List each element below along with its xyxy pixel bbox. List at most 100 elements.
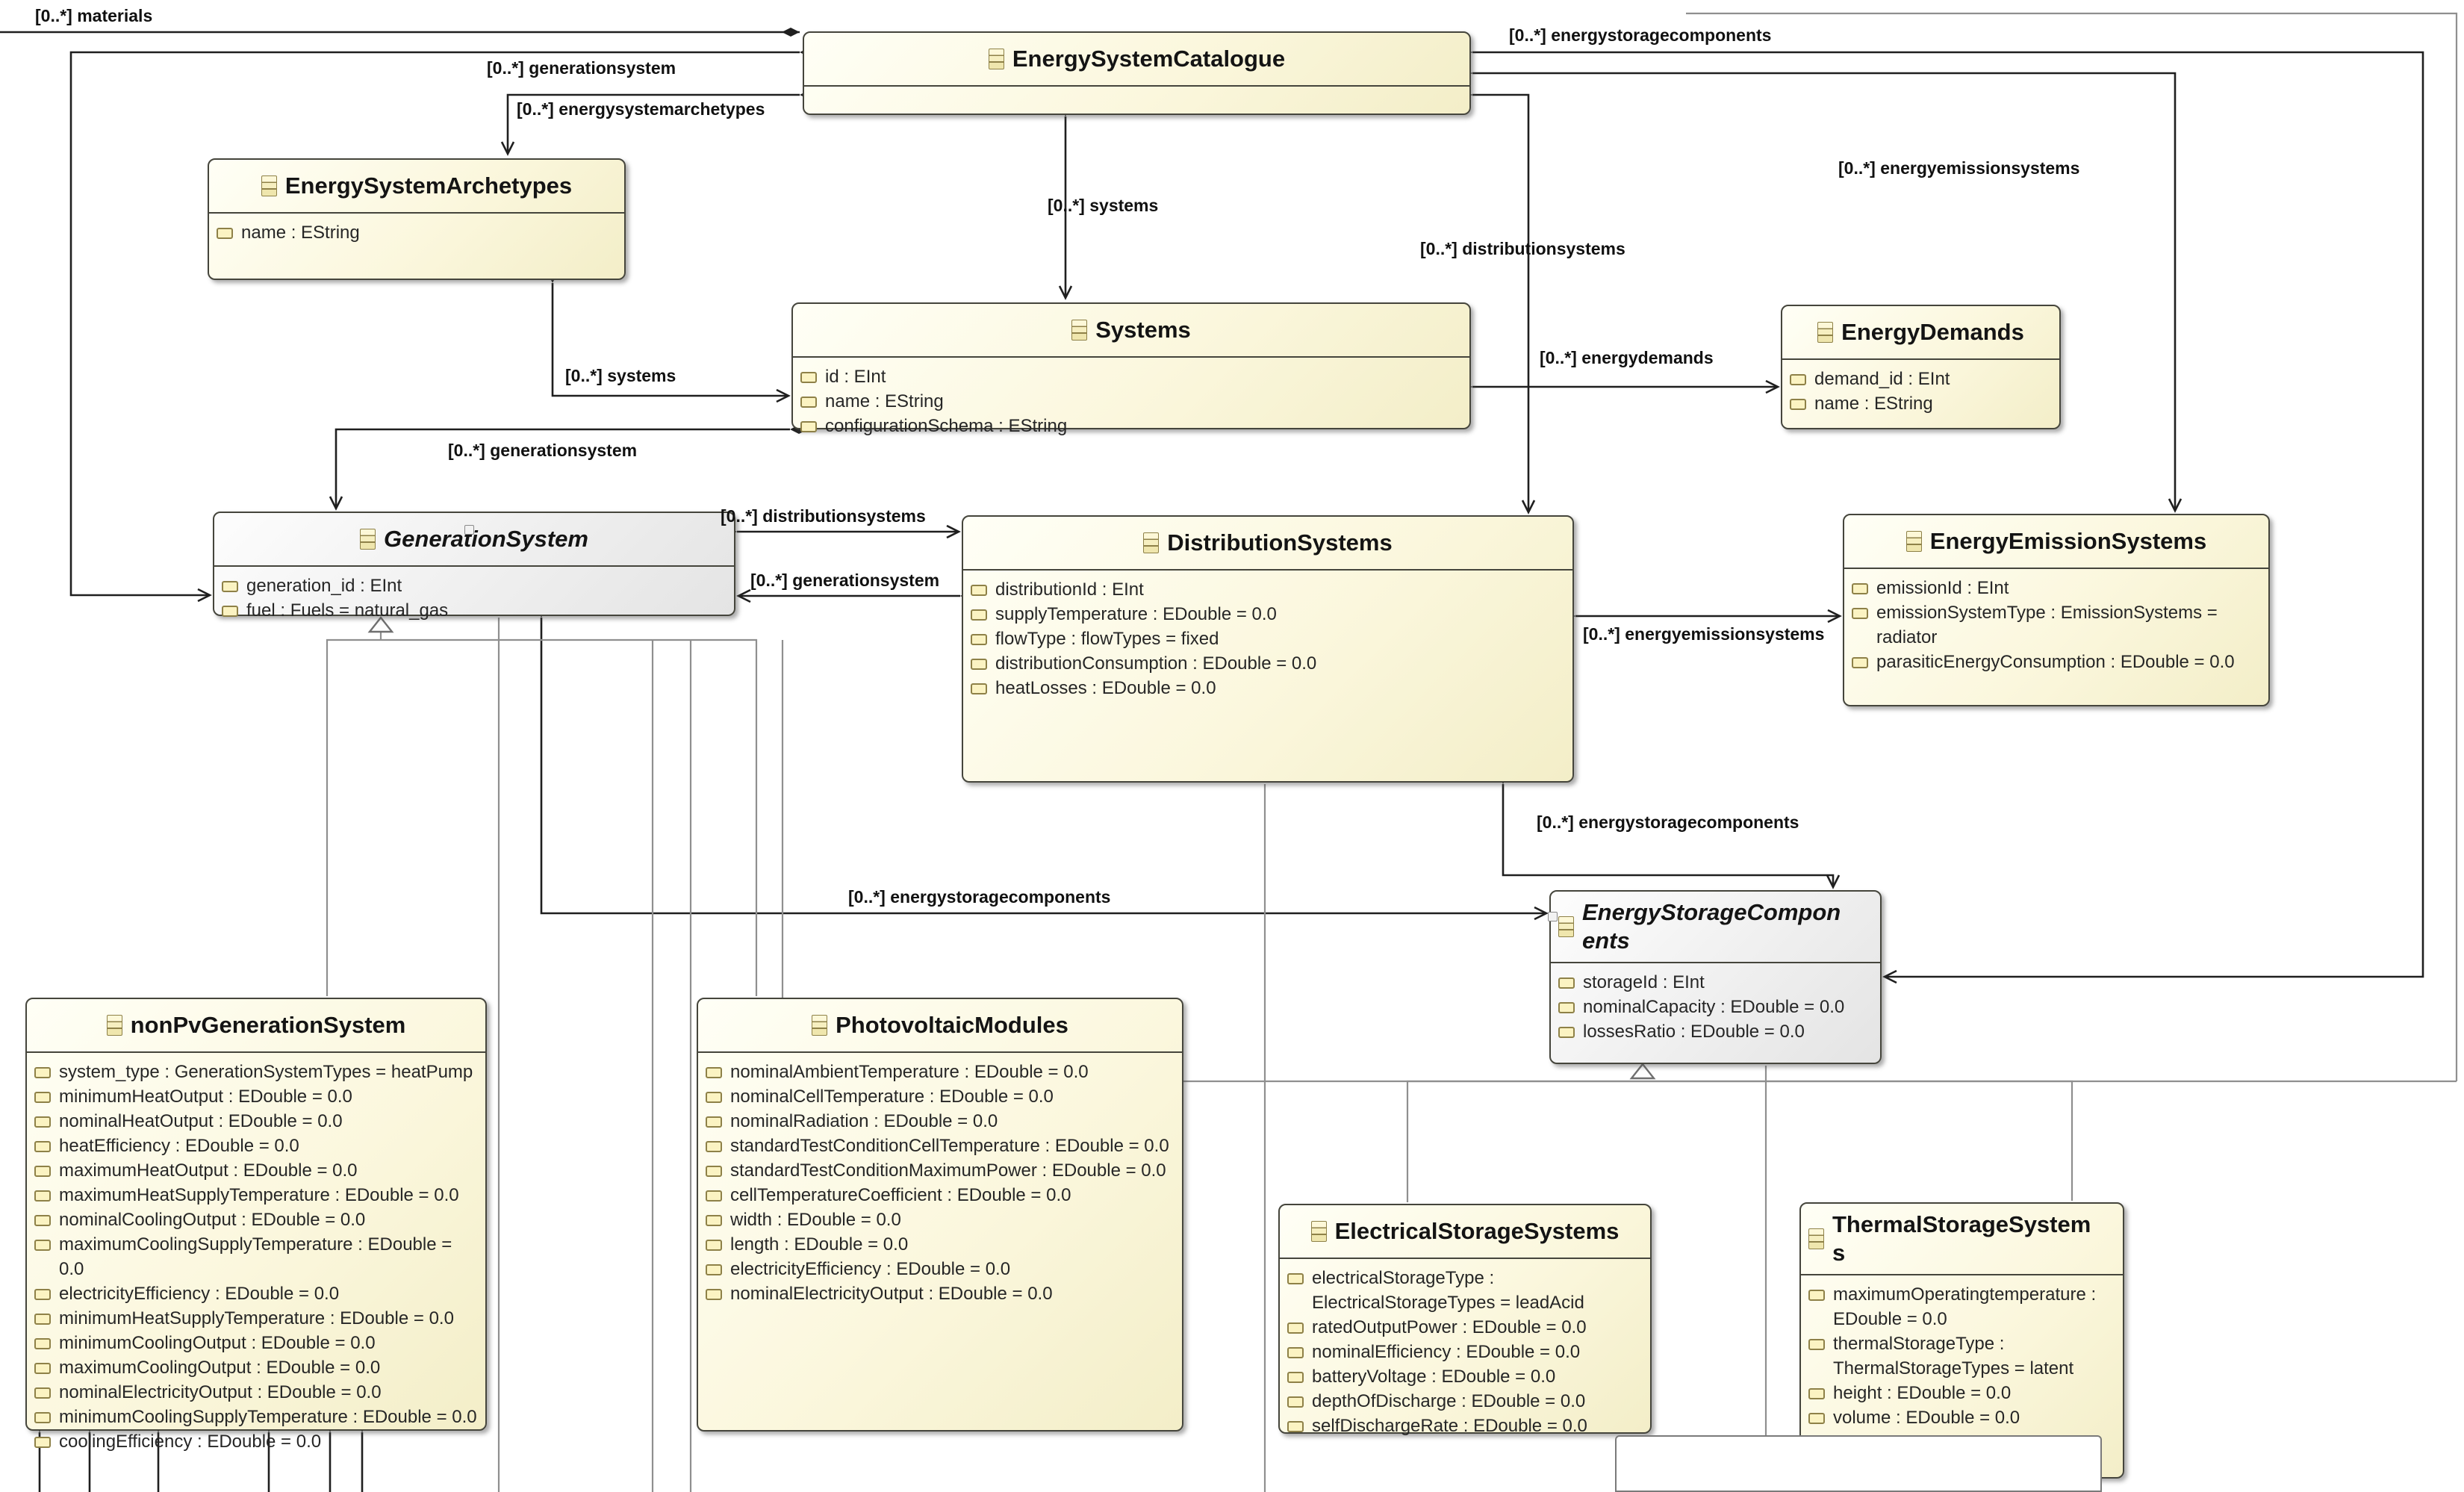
class-distributionsystems[interactable]: DistributionSystems distributionId : EInt… — [962, 515, 1574, 783]
class-attribute[interactable]: minimumHeatOutput : EDouble = 0.0 — [34, 1084, 479, 1109]
edge-catalogue-energystoragecomponents[interactable] — [1455, 48, 2424, 984]
class-thermalstoragesystems[interactable]: ThermalStorageSystems maximumOperatingtem… — [1799, 1202, 2124, 1479]
class-electricalstoragesystems[interactable]: ElectricalStorageSystems electricalStorag… — [1278, 1204, 1652, 1436]
class-header[interactable]: EnergyDemands — [1782, 306, 2059, 360]
class-attribute[interactable]: nominalHeatOutput : EDouble = 0.0 — [34, 1109, 479, 1134]
edge-label-catalogue-energysystemarchetypes[interactable]: [0..*] energysystemarchetypes — [517, 99, 765, 119]
class-energysystemarchetypes[interactable]: EnergySystemArchetypes name : EString — [208, 158, 626, 280]
class-attribute[interactable]: coolingEfficiency : EDouble = 0.0 — [34, 1429, 479, 1454]
edge-label-distributionsystems-energyemissionsystems[interactable]: [0..*] energyemissionsystems — [1583, 624, 1825, 644]
class-attribute[interactable]: nominalAmbientTemperature : EDouble = 0.… — [706, 1060, 1176, 1084]
class-attribute[interactable]: parasiticEnergyConsumption : EDouble = 0… — [1852, 650, 2262, 674]
edge-label-catalogue-systems[interactable]: [0..*] systems — [1048, 196, 1159, 215]
edge-generationsystem-energystoragecomponents[interactable] — [537, 600, 1549, 921]
class-header[interactable]: EnergySystemArchetypes — [209, 160, 624, 214]
class-attribute[interactable]: standardTestConditionCellTemperature : E… — [706, 1134, 1176, 1158]
edge-systems-generationsystem[interactable] — [329, 425, 808, 511]
edge-label-generationsystem-distributionsystems[interactable]: [0..*] distributionsystems — [721, 506, 926, 526]
partial-class-box[interactable] — [1615, 1435, 2102, 1492]
class-attribute[interactable]: standardTestConditionMaximumPower : EDou… — [706, 1158, 1176, 1183]
edge-label-materials[interactable]: [0..*] materials — [35, 6, 153, 25]
class-attribute[interactable]: id : EInt — [800, 364, 1463, 389]
edge-catalogue-energysystemarchetypes[interactable] — [500, 90, 818, 156]
edge-distributionsystems-energystoragecomponents[interactable] — [1499, 766, 1841, 889]
edge-label-systems-energydemands[interactable]: [0..*] energydemands — [1540, 348, 1714, 367]
class-header[interactable]: DistributionSystems — [963, 517, 1572, 571]
class-attribute[interactable]: thermalStorageType : ThermalStorageTypes… — [1808, 1331, 2117, 1381]
edge-archetypes-systems[interactable] — [548, 265, 791, 403]
class-attribute[interactable]: maximumHeatOutput : EDouble = 0.0 — [34, 1158, 479, 1183]
class-attribute[interactable]: width : EDouble = 0.0 — [706, 1207, 1176, 1232]
class-attribute[interactable]: ratedOutputPower : EDouble = 0.0 — [1287, 1315, 1644, 1340]
edge-label-systems-generationsystem[interactable]: [0..*] generationsystem — [448, 441, 638, 460]
edge-label-distributionsystems-generationsystem[interactable]: [0..*] generationsystem — [750, 571, 940, 590]
edge-label-generationsystem-energystoragecomponents[interactable]: [0..*] energystoragecomponents — [848, 887, 1111, 907]
class-header[interactable]: nonPvGenerationSystem — [27, 999, 485, 1053]
edge-cutoff-line-topright[interactable] — [1686, 12, 2458, 1081]
class-header[interactable]: Systems — [793, 304, 1469, 358]
class-attribute[interactable]: nominalEfficiency : EDouble = 0.0 — [1287, 1340, 1644, 1364]
class-header[interactable]: EnergySystemCatalogue — [804, 33, 1469, 87]
class-attribute[interactable]: nominalElectricityOutput : EDouble = 0.0 — [34, 1380, 479, 1405]
class-attribute[interactable]: maximumCoolingOutput : EDouble = 0.0 — [34, 1355, 479, 1380]
class-attribute[interactable]: fuel : Fuels = natural_gas — [222, 598, 728, 623]
class-attribute[interactable]: minimumCoolingOutput : EDouble = 0.0 — [34, 1331, 479, 1355]
class-attribute[interactable]: maximumHeatSupplyTemperature : EDouble =… — [34, 1183, 479, 1207]
class-attribute[interactable]: nominalElectricityOutput : EDouble = 0.0 — [706, 1281, 1176, 1306]
class-attribute[interactable]: length : EDouble = 0.0 — [706, 1232, 1176, 1257]
class-attribute[interactable]: cellTemperatureCoefficient : EDouble = 0… — [706, 1183, 1176, 1207]
class-attribute[interactable]: flowType : flowTypes = fixed — [971, 627, 1567, 651]
edge-label-catalogue-energyemissionsystems[interactable]: [0..*] energyemissionsystems — [1838, 158, 2080, 178]
class-header[interactable]: ElectricalStorageSystems — [1280, 1205, 1650, 1259]
class-header[interactable]: EnergyStorageComponents — [1548, 892, 1880, 963]
class-attribute[interactable]: heatLosses : EDouble = 0.0 — [971, 676, 1567, 700]
class-attribute[interactable]: supplyTemperature : EDouble = 0.0 — [971, 602, 1567, 627]
class-attribute[interactable]: height : EDouble = 0.0 — [1808, 1381, 2117, 1405]
class-header[interactable]: ThermalStorageSystems — [1801, 1204, 2123, 1275]
class-attribute[interactable]: maximumCoolingSupplyTemperature : EDoubl… — [34, 1232, 479, 1281]
class-attribute[interactable]: name : EString — [217, 220, 618, 245]
class-attribute[interactable]: electricityEfficiency : EDouble = 0.0 — [34, 1281, 479, 1306]
class-attribute[interactable]: emissionSystemType : EmissionSystems = r… — [1852, 600, 2262, 650]
class-attribute[interactable]: maximumOperatingtemperature : EDouble = … — [1808, 1282, 2117, 1331]
edge-label-distributionsystems-energystoragecomponents[interactable]: [0..*] energystoragecomponents — [1537, 812, 1799, 832]
edge-catalogue-distributionsystems[interactable] — [1455, 90, 1536, 515]
edge-catalogue-energyemissionsystems[interactable] — [1455, 69, 2183, 513]
class-attribute[interactable]: generation_id : EInt — [222, 574, 728, 598]
class-energysystemcatalogue[interactable]: EnergySystemCatalogue — [803, 31, 1471, 115]
class-attribute[interactable]: electricalStorageType : ElectricalStorag… — [1287, 1266, 1644, 1315]
class-attribute[interactable]: nominalRadiation : EDouble = 0.0 — [706, 1109, 1176, 1134]
edge-catalogue-generationsystem[interactable] — [69, 48, 818, 603]
edge-label-archetypes-systems[interactable]: [0..*] systems — [565, 366, 676, 385]
class-header[interactable]: GenerationSystem — [214, 513, 734, 567]
class-attribute[interactable]: heatEfficiency : EDouble = 0.0 — [34, 1134, 479, 1158]
class-photovoltaicmodules[interactable]: PhotovoltaicModules nominalAmbientTempera… — [697, 998, 1183, 1432]
class-attribute[interactable]: minimumHeatSupplyTemperature : EDouble =… — [34, 1306, 479, 1331]
class-attribute[interactable]: nominalCellTemperature : EDouble = 0.0 — [706, 1084, 1176, 1109]
class-attribute[interactable]: configurationSchema : EString — [800, 414, 1463, 438]
class-header[interactable]: EnergyEmissionSystems — [1844, 515, 2268, 569]
class-attribute[interactable]: name : EString — [1790, 391, 2053, 416]
class-attribute[interactable]: selfDischargeRate : EDouble = 0.0 — [1287, 1414, 1644, 1438]
class-attribute[interactable]: batteryVoltage : EDouble = 0.0 — [1287, 1364, 1644, 1389]
class-attribute[interactable]: minimumCoolingSupplyTemperature : EDoubl… — [34, 1405, 479, 1429]
class-attribute[interactable]: distributionId : EInt — [971, 577, 1567, 602]
class-attribute[interactable]: system_type : GenerationSystemTypes = he… — [34, 1060, 479, 1084]
class-attribute[interactable]: distributionConsumption : EDouble = 0.0 — [971, 651, 1567, 676]
class-attribute[interactable]: electricityEfficiency : EDouble = 0.0 — [706, 1257, 1176, 1281]
edge-label-catalogue-distributionsystems[interactable]: [0..*] distributionsystems — [1420, 239, 1625, 258]
edge-generalization-generation-children[interactable] — [326, 638, 758, 996]
edge-label-catalogue-generationsystem[interactable]: [0..*] generationsystem — [487, 58, 676, 78]
class-nonpvgenerationsystem[interactable]: nonPvGenerationSystem system_type : Gener… — [25, 998, 487, 1452]
class-attribute[interactable]: nominalCoolingOutput : EDouble = 0.0 — [34, 1207, 479, 1232]
edge-label-catalogue-energystoragecomponents[interactable]: [0..*] energystoragecomponents — [1509, 25, 1772, 45]
class-header[interactable]: PhotovoltaicModules — [698, 999, 1182, 1053]
class-attribute[interactable]: volume : EDouble = 0.0 — [1808, 1405, 2117, 1430]
class-attribute[interactable]: nominalCapacity : EDouble = 0.0 — [1558, 995, 1874, 1019]
class-attribute[interactable]: lossesRatio : EDouble = 0.0 — [1558, 1019, 1874, 1044]
